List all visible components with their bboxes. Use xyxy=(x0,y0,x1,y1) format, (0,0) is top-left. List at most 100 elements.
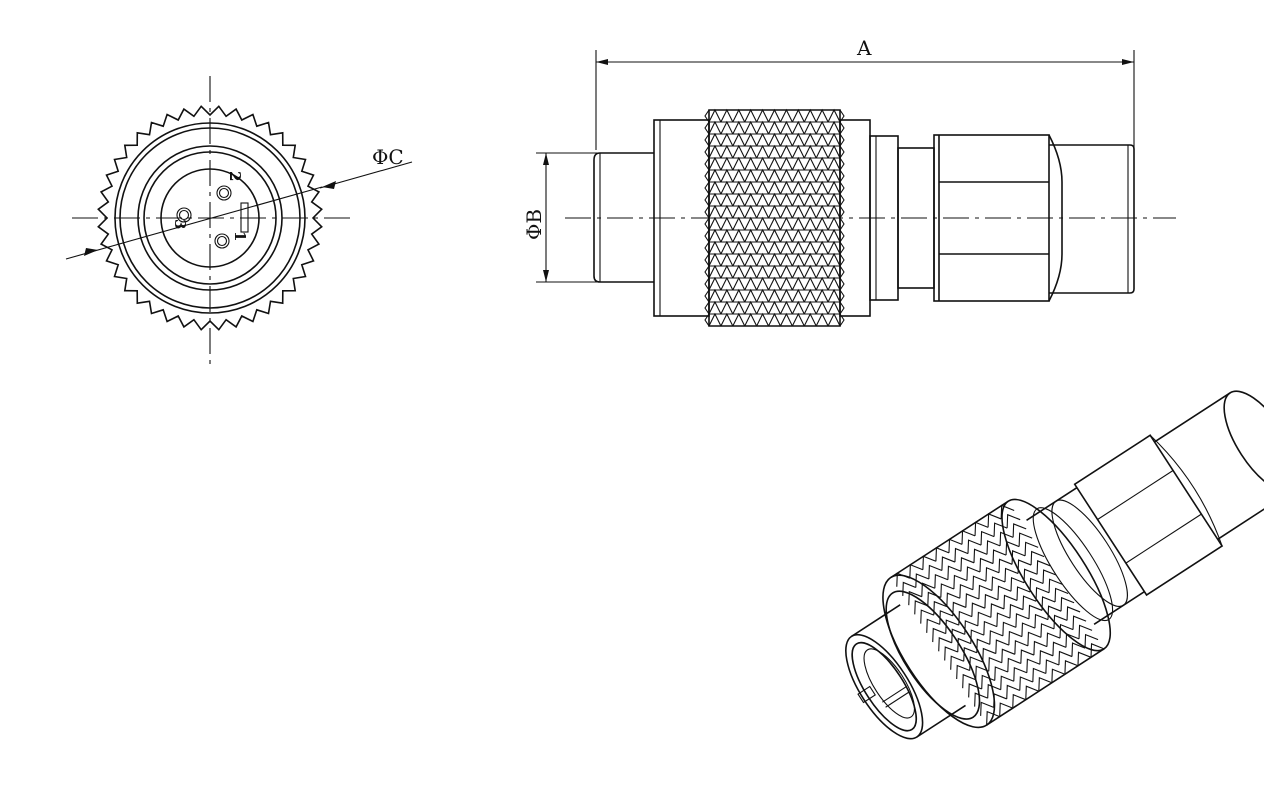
knurl-tooth xyxy=(827,132,841,147)
knurl-tooth xyxy=(720,180,734,195)
knurl-tooth xyxy=(779,252,793,267)
knurl-tooth xyxy=(708,108,722,123)
iso-knurl-tooth xyxy=(928,564,943,580)
iso-knurl-tooth xyxy=(1020,649,1035,664)
knurl-tooth xyxy=(815,132,829,147)
knurl-tooth xyxy=(708,312,722,327)
dim-b-label: ΦB xyxy=(522,209,546,240)
knurl-tooth xyxy=(803,108,817,123)
iso-front-shell-inner xyxy=(851,641,918,732)
iso-knurl-tooth xyxy=(975,665,989,680)
knurl-edge-tooth xyxy=(839,157,845,171)
knurl-tooth xyxy=(815,252,829,267)
knurl-edge-tooth xyxy=(839,253,845,267)
knurl-tooth xyxy=(768,168,781,183)
iso-front-shell xyxy=(851,604,966,738)
knurl-edge-tooth xyxy=(704,253,710,267)
iso-knurl-tooth xyxy=(1053,614,1068,629)
knurl-tooth xyxy=(744,300,758,315)
knurl-tooth xyxy=(744,108,758,123)
tail-tube xyxy=(1049,144,1135,294)
knurl-tooth xyxy=(827,120,841,135)
iso-knurl-tooth xyxy=(1052,641,1067,656)
iso-knurl-tooth xyxy=(973,548,988,563)
knurl-tooth xyxy=(732,192,746,207)
knurl-tooth xyxy=(720,132,734,147)
knurl-tooth xyxy=(791,312,805,327)
knurl-edge-tooth xyxy=(839,229,845,243)
iso-knurl-tooth xyxy=(951,628,966,643)
knurl-tooth xyxy=(768,132,781,147)
knurl-tooth xyxy=(756,144,770,159)
knurl-tooth xyxy=(720,168,734,183)
knurl-edge-tooth xyxy=(704,289,710,303)
iso-knurl-tooth xyxy=(952,601,967,616)
iso-knurl-tooth xyxy=(1039,650,1054,665)
iso-knurl-tooth xyxy=(994,666,1009,681)
iso-rear-tube xyxy=(1154,392,1264,540)
iso-knurl-tooth xyxy=(1012,693,1026,709)
diameter-c-arrow-left xyxy=(84,248,98,256)
knurl-edge-tooth xyxy=(704,265,710,279)
iso-nut-front-inner xyxy=(885,590,981,720)
knurl-edge-tooth xyxy=(704,109,710,123)
pin-3-outer xyxy=(176,207,192,223)
iso-knurl-tooth xyxy=(1054,587,1069,602)
knurl-tooth xyxy=(768,108,781,123)
iso-knurl-tooth xyxy=(1009,603,1024,619)
knurl-tooth xyxy=(779,108,793,123)
knurl-tooth xyxy=(803,168,817,183)
knurl-tooth xyxy=(791,204,805,219)
knurl-tooth xyxy=(756,240,770,255)
knurl-tooth xyxy=(803,288,817,303)
nut-face-circle xyxy=(119,127,301,309)
knurl-edge-tooth xyxy=(704,313,710,327)
knurl-tooth xyxy=(732,252,746,267)
knurl-tooth xyxy=(791,252,805,267)
iso-knurl-tooth xyxy=(915,573,930,588)
knurl-tooth xyxy=(827,300,841,315)
knurl-edge-tooth xyxy=(839,169,845,183)
iso-knurl-tooth xyxy=(966,566,981,581)
knurl-tooth xyxy=(744,192,758,207)
iso-knurl-tooth xyxy=(1024,541,1039,556)
knurl-tooth xyxy=(744,228,758,243)
dim-a-label: A xyxy=(856,36,872,60)
knurl-tooth xyxy=(803,216,817,231)
knurl-tooth xyxy=(720,204,734,219)
knurl-tooth xyxy=(827,252,841,267)
iso-knurl-tooth xyxy=(1030,550,1045,566)
iso-pin xyxy=(882,686,907,703)
knurl-tooth xyxy=(791,216,805,231)
knurl-tooth xyxy=(756,228,770,243)
knurl-tooth xyxy=(744,276,758,291)
knurl-tooth xyxy=(732,132,746,147)
knurl-tooth xyxy=(768,240,781,255)
knurl-tooth xyxy=(827,312,841,327)
knurl-tooth xyxy=(744,132,758,147)
knurl-tooth xyxy=(756,120,770,135)
iso-knurl-tooth xyxy=(1060,596,1075,612)
iso-knurl-tooth xyxy=(988,656,1003,672)
iso-knurl-tooth xyxy=(926,618,940,633)
knurl-tooth xyxy=(732,300,746,315)
knurl-tooth xyxy=(803,192,817,207)
iso-knurl-tooth xyxy=(996,612,1011,627)
isometric-view xyxy=(845,390,1264,740)
iso-knurl-tooth xyxy=(953,574,968,589)
knurl-tooth xyxy=(779,120,793,135)
knurl-tooth xyxy=(720,240,734,255)
knurl-tooth xyxy=(803,252,817,267)
iso-knurl-tooth xyxy=(979,557,994,573)
knurl-tooth xyxy=(779,192,793,207)
knurl-tooth xyxy=(732,204,746,219)
knurl-tooth xyxy=(720,264,734,279)
iso-knurl-tooth xyxy=(914,600,928,615)
iso-knurl-tooth xyxy=(971,602,986,617)
knurl-tooth xyxy=(732,228,746,243)
knurl-tooth xyxy=(708,144,722,159)
iso-knurl-tooth xyxy=(987,513,1002,528)
iso-knurl-tooth xyxy=(980,701,994,716)
iso-knurl-tooth xyxy=(967,539,982,554)
iso-knurl-tooth xyxy=(1042,569,1057,584)
